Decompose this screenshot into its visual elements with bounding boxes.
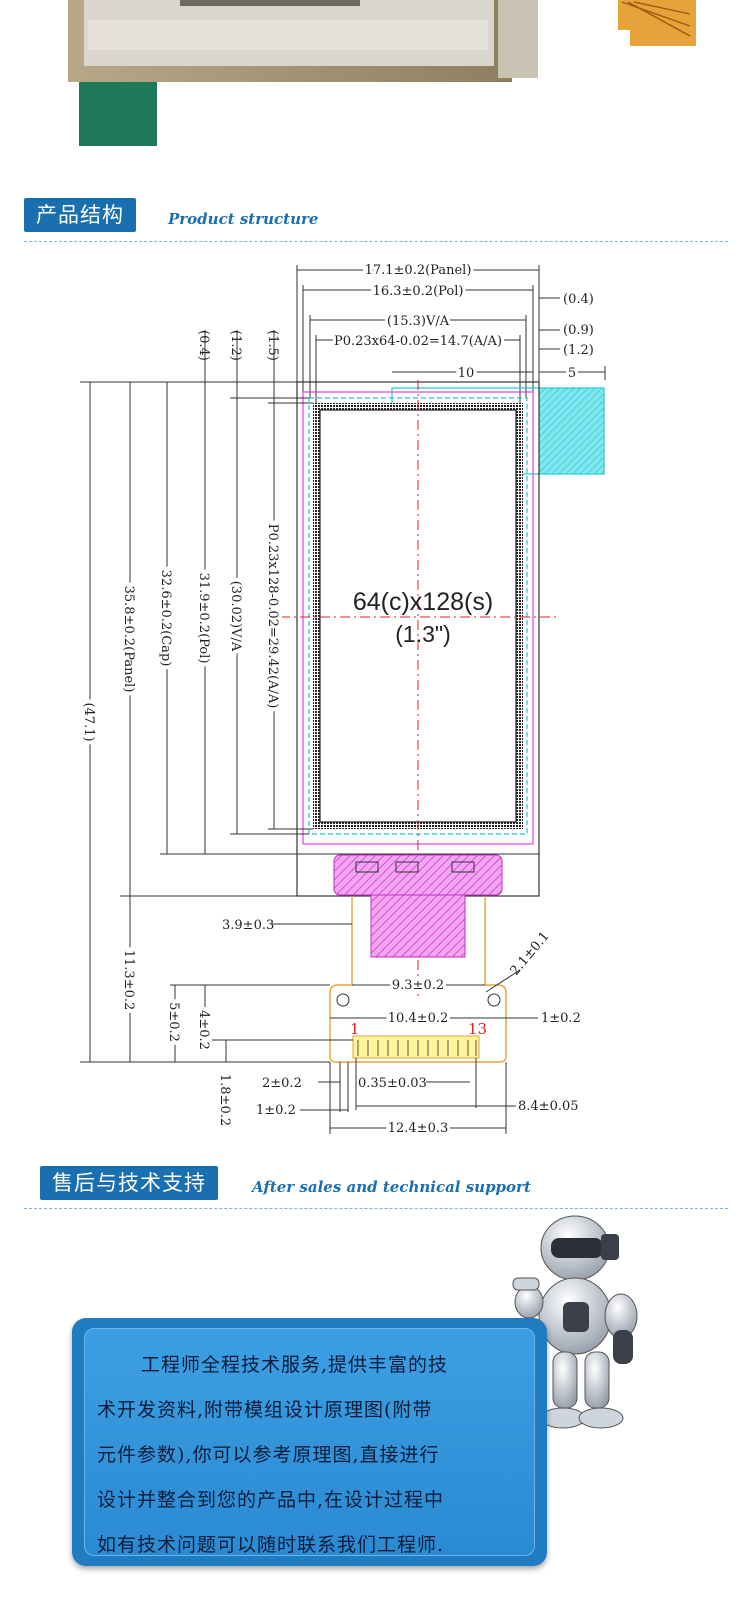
engineering-drawing: 64(c)x128(s) (1.3"): [77, 260, 606, 1139]
dim-21: 2.1±0.1: [508, 929, 553, 979]
product-photo-art: [68, 0, 696, 146]
dim-panel-width: 17.1±0.2(Panel): [365, 263, 472, 278]
dim-3002: (30.02)V/A: [228, 581, 243, 652]
section-title-en: After sales and technical support: [252, 1178, 531, 1196]
support-line: 工程师全程技术服务,提供丰富的技: [141, 1354, 449, 1376]
dim-5-left: 5±0.2: [166, 1002, 181, 1042]
section-divider: [24, 241, 728, 242]
dim-2: 2±0.2: [262, 1076, 302, 1091]
section-divider: [24, 1208, 728, 1209]
dim-47: (47.1): [81, 702, 96, 741]
dim-104: 10.4±0.2: [388, 1011, 449, 1026]
dim-top-12: (1.2): [228, 330, 243, 361]
dim-93: 9.3±0.2: [392, 978, 444, 993]
support-line: 如有技术问题可以随时联系我们工程师.: [97, 1534, 445, 1556]
dim-top-04: (0.4): [196, 330, 211, 361]
dim-113: 11.3±0.2: [121, 950, 136, 1011]
section-title-cn: 产品结构: [24, 198, 136, 232]
dim-pol-width: 16.3±0.2(Pol): [373, 284, 464, 299]
dim-319: 31.9±0.2(Pol): [196, 573, 211, 664]
support-info-inner: 工程师全程技术服务,提供丰富的技 术开发资料,附带模组设计原理图(附带 元件参数…: [84, 1328, 535, 1556]
section-title-en: Product structure: [168, 210, 319, 228]
dim-2942: P0.23x128-0.02=29.42(A/A): [265, 524, 280, 709]
center-resolution-label: 64(c)x128(s): [353, 588, 493, 616]
support-line: 术开发资料,附带模组设计原理图(附带: [97, 1399, 433, 1421]
support-text: 工程师全程技术服务,提供丰富的技 术开发资料,附带模组设计原理图(附带 元件参数…: [97, 1343, 515, 1568]
dim-right-09: (0.9): [563, 323, 594, 338]
dim-1-left: 1±0.2: [256, 1103, 296, 1118]
dim-right-12: (1.2): [563, 343, 594, 358]
dim-1-right: 1±0.2: [541, 1011, 581, 1026]
pin-1-label: 1: [350, 1020, 360, 1038]
dim-326: 32.6±0.2(Cap): [158, 570, 173, 667]
robot-illustration: [512, 1215, 638, 1429]
pin-13-label: 13: [468, 1020, 487, 1038]
dim-right-04: (0.4): [563, 292, 594, 307]
dim-10: 10: [458, 366, 475, 381]
center-size-label: (1.3"): [395, 621, 450, 647]
support-line: 元件参数),你可以参考原理图,直接进行: [97, 1444, 440, 1466]
dim-aa-width: P0.23x64-0.02=14.7(A/A): [334, 334, 502, 349]
dim-4: 4±0.2: [196, 1010, 211, 1050]
section-title-cn: 售后与技术支持: [40, 1166, 218, 1200]
dim-18: 1.8±0.2: [217, 1074, 232, 1126]
dim-124: 12.4±0.3: [388, 1121, 449, 1136]
dim-84: 8.4±0.05: [518, 1099, 579, 1114]
support-info-box: 工程师全程技术服务,提供丰富的技 术开发资料,附带模组设计原理图(附带 元件参数…: [72, 1318, 547, 1566]
dim-035: 0.35±0.03: [358, 1076, 427, 1091]
dim-5: 5: [568, 366, 576, 381]
dim-top-15: (1.5): [265, 330, 280, 361]
dim-39: 3.9±0.3: [222, 918, 274, 933]
dim-va-width: (15.3)V/A: [387, 314, 450, 329]
dim-358: 35.8±0.2(Panel): [121, 586, 136, 693]
support-line: 设计并整合到您的产品中,在设计过程中: [97, 1489, 445, 1511]
product-photo: [0, 0, 741, 160]
